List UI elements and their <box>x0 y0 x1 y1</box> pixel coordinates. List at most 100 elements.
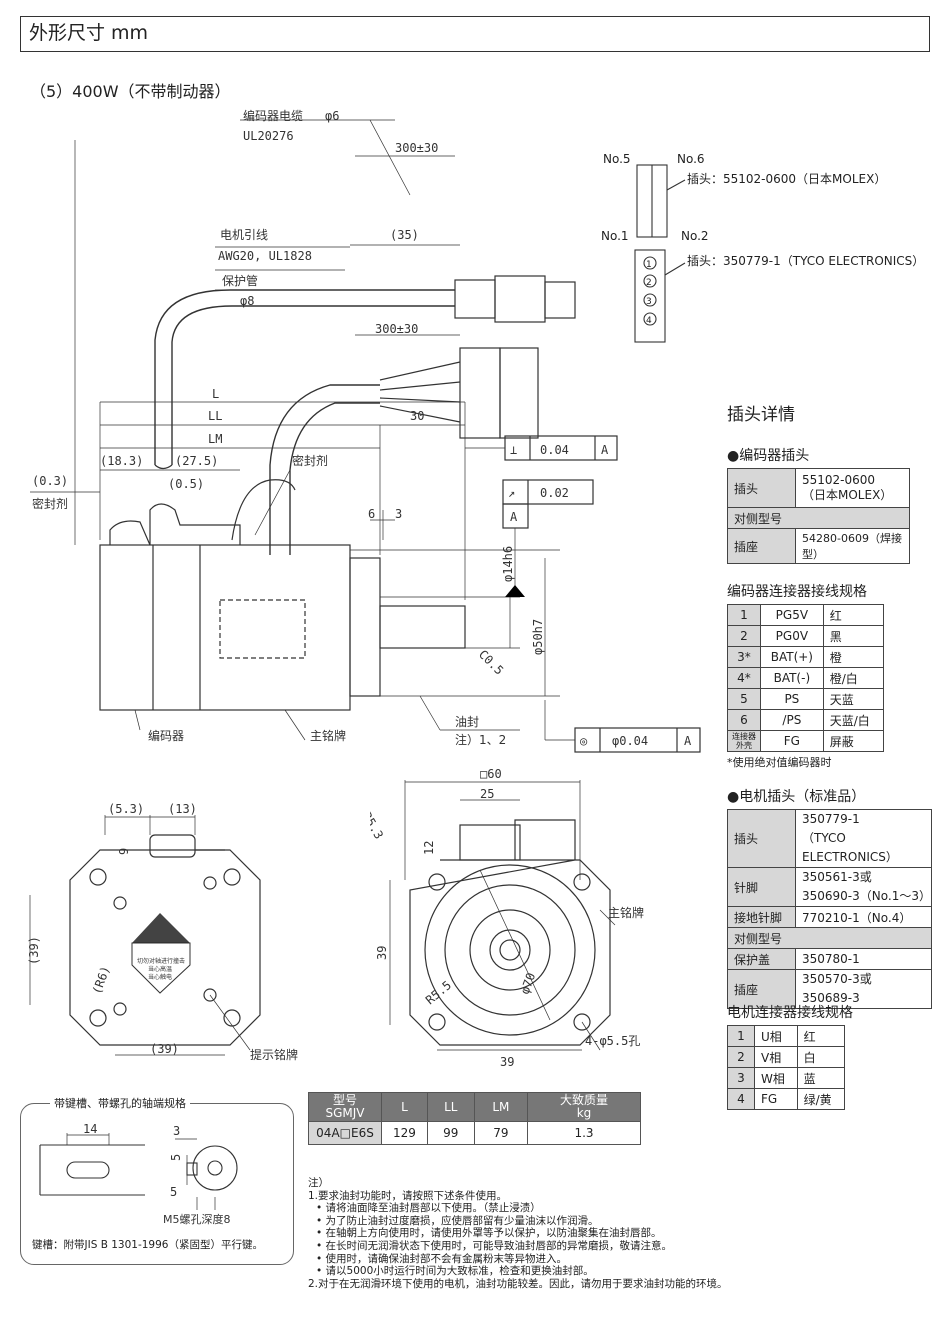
cell: 3* <box>727 646 761 668</box>
dim-LL: LL <box>208 409 222 423</box>
dim-LM: LM <box>208 432 222 446</box>
motor-lead-label: 电机引线 <box>220 228 268 242</box>
pin-3: 3 <box>646 297 652 307</box>
col-mass: 大致质量 kg <box>527 1092 641 1122</box>
page-header: 外形尺寸 mm <box>20 16 930 52</box>
dim-L: L <box>212 387 219 401</box>
motor-plug-title: ●电机插头（标准品） <box>727 789 866 805</box>
dim-0-5: (0.5) <box>168 477 204 491</box>
cell: 350780-1 <box>795 948 932 970</box>
cell: 4* <box>727 667 761 689</box>
cell: 橙 <box>822 646 885 668</box>
pin-1: 1 <box>646 260 652 270</box>
rear-view-drawing: (5.3) (13) 9 (39) (R6) (39) 提示铭牌 切勿对轴进行撞… <box>27 802 298 1062</box>
dim-39-vertical: (39) <box>27 936 41 965</box>
sealant-label-top: 密封剂 <box>292 453 328 468</box>
dim-13: (13) <box>168 802 197 816</box>
dim-14: 14 <box>83 1122 97 1136</box>
note-line: • 请以5000小时运行时间为大致标准，检查和更换油封部。 <box>316 1265 594 1278</box>
encoder-plug-key: 插头 <box>727 468 796 508</box>
dim-25: 25 <box>480 787 494 801</box>
cell: PS <box>760 688 824 710</box>
encoder-plug-title: ●编码器插头 <box>727 448 810 464</box>
table-row: 4*BAT(-)橙/白 <box>727 667 885 689</box>
note-line: • 为了防止油封过度磨损，应使唇部留有少量油沫以作润滑。 <box>316 1214 599 1227</box>
note-line: 1.要求油封功能时，请按照下述条件使用。 <box>308 1189 508 1202</box>
r5-3: R5.3 <box>370 810 386 842</box>
key-note: 键槽：附带JIS B 1301-1996（紧固型）平行键。 <box>32 1239 263 1251</box>
screw-hole-spec: M5螺孔深度8 <box>163 1212 231 1225</box>
plug-details-title: 插头详情 <box>727 405 795 425</box>
cell: 350561-3或 350690-3（No.1～3） <box>795 867 932 907</box>
motor-lead-length: 300±30 <box>375 322 418 336</box>
shaft-diameter: φ14h6 <box>501 546 515 582</box>
cell: 350779-1 （TYCO ELECTRONICS） <box>795 809 932 868</box>
chamfer: C0.5 <box>476 647 506 677</box>
cell: BAT(+) <box>760 646 824 668</box>
encoder-cable-length: 300±30 <box>395 141 438 155</box>
cell: W相 <box>754 1067 798 1089</box>
r6: (R6) <box>90 964 113 996</box>
col-LL: LL <box>426 1092 475 1122</box>
warning-plate-label: 提示铭牌 <box>250 1047 298 1062</box>
cell: 2 <box>727 625 761 647</box>
encoder-cable-dia: φ6 <box>325 109 339 123</box>
dim-5-vertical: 5 <box>169 1154 183 1161</box>
cell: 对侧型号 <box>727 927 932 949</box>
note-line: 注） <box>308 1177 329 1189</box>
cell: 红 <box>822 604 885 626</box>
motor-spec-title: 电机连接器接线规格 <box>727 1005 853 1021</box>
warning-text-3: 当心触电 <box>148 973 172 981</box>
cell: 99 <box>426 1121 475 1145</box>
shaft-detail-drawing: 14 3 5 5 M5螺孔深度8 <box>39 1122 238 1225</box>
cell: 接地针脚 <box>727 906 796 928</box>
cell: 770210-1（No.4） <box>795 906 932 928</box>
dim-12: 12 <box>422 841 436 855</box>
perpendicularity-datum: A <box>601 443 609 457</box>
spigot-diameter: φ50h7 <box>531 619 545 655</box>
cell: 5 <box>727 688 761 710</box>
perpendicularity-symbol: ⊥ <box>510 443 517 457</box>
warning-text-1: 切勿对轴进行撞击 <box>137 957 185 965</box>
pin-no2: No.2 <box>681 229 709 243</box>
protect-tube-dia: φ8 <box>240 294 254 308</box>
encoder-mate-label: 对侧型号 <box>727 507 910 529</box>
oil-seal-note: 注）1、2 <box>455 732 506 747</box>
concentricity-symbol: ◎ <box>580 734 587 748</box>
front-view-drawing: □60 25 12 R5.3 R5.5 φ70 39 39 4-φ5.5孔 主铭… <box>370 767 644 1069</box>
cell: 绿/黄 <box>796 1088 846 1110</box>
datum-a: A <box>510 510 518 524</box>
cell: 79 <box>473 1121 529 1145</box>
note-line: • 使用时，请确保油封部不会有金属粉末等异物进入。 <box>316 1252 568 1265</box>
note-line: • 在长时间无润滑状态下使用时，可能导致油封唇部的异常磨损，敬请注意。 <box>316 1239 673 1252</box>
note-line: • 请将油面降至油封唇部以下使用。（禁止浸渍） <box>316 1202 541 1215</box>
cell: 天蓝 <box>822 688 885 710</box>
dim-5-horizontal: 5 <box>170 1185 177 1199</box>
cell: V相 <box>754 1046 798 1068</box>
col-model: 型号 SGMJV <box>308 1092 382 1122</box>
front-nameplate-label: 主铭牌 <box>608 905 644 920</box>
cell: 1 <box>727 1025 755 1047</box>
oil-seal-label: 油封 <box>455 715 479 729</box>
col-LM: LM <box>473 1092 529 1122</box>
dim-6: 6 <box>368 507 375 521</box>
cell: 6 <box>727 709 761 731</box>
shaft-spec-title: 带键槽、带螺孔的轴端规格 <box>50 1095 190 1111</box>
encoder-cable-label: 编码器电缆 <box>243 108 303 123</box>
dim-39-vertical: 39 <box>375 946 389 960</box>
cell: 129 <box>381 1121 428 1145</box>
runout-value: 0.02 <box>540 486 569 500</box>
cell: 白 <box>796 1046 846 1068</box>
cell: 2 <box>727 1046 755 1068</box>
encoder-plug-value: 55102-0600 （日本MOLEX） <box>795 468 910 508</box>
warning-text-2: 当心高温 <box>148 965 172 973</box>
encoder-socket-value: 54280-0609（焊接型） <box>795 528 910 564</box>
dim-30: 30 <box>410 409 424 423</box>
dim-9: 9 <box>117 848 131 855</box>
